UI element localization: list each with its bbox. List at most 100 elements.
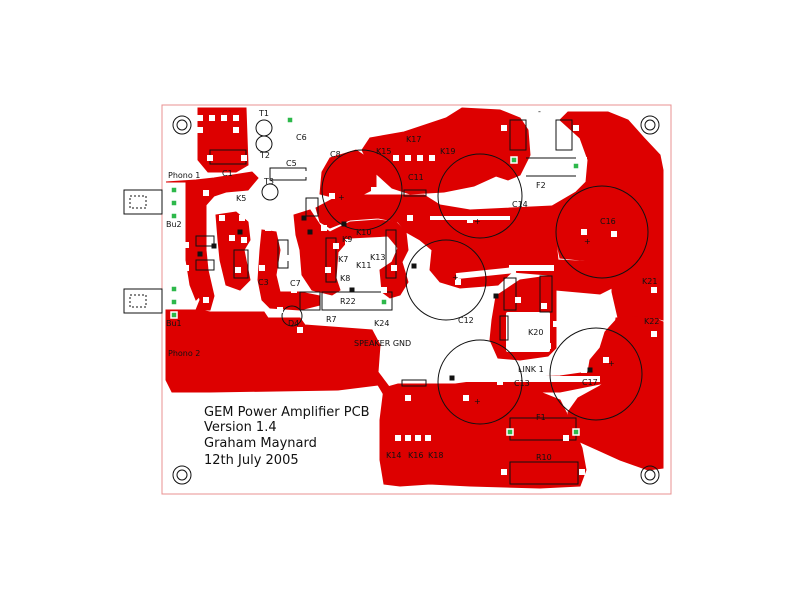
solder-pad: [429, 155, 435, 161]
resistor-r10-body: [509, 461, 579, 485]
capacitor-c11-body: [403, 189, 427, 197]
title-block: GEM Power Amplifier PCB Version 1.4 Grah…: [204, 405, 370, 468]
solder-pad: [170, 199, 178, 207]
copper-top-right: [551, 111, 664, 321]
solder-pad: [235, 267, 241, 273]
solder-pad: [183, 242, 189, 248]
label-k14: K14: [386, 451, 401, 460]
solder-pad: [377, 311, 383, 317]
label-k7: K7: [338, 255, 348, 264]
phono-connector-2-body: [123, 288, 163, 314]
label-r7: R7: [326, 315, 337, 324]
label-d4: D4: [288, 319, 299, 328]
solder-pad: [387, 311, 393, 317]
component-pin-marker: [587, 367, 593, 373]
label-k19: K19: [440, 147, 455, 156]
solder-pad: [381, 287, 387, 293]
label-k22: K22: [644, 317, 659, 326]
label-c16: C16: [600, 217, 616, 226]
solder-pad: [170, 285, 178, 293]
capacitor-c12: [405, 239, 487, 321]
solder-pad: [289, 147, 295, 153]
solder-pad: [395, 435, 401, 441]
solder-pad: [581, 367, 587, 373]
title-line-4: 12th July 2005: [204, 453, 299, 468]
solder-pad: [329, 193, 335, 199]
label-c11: C11: [408, 173, 424, 182]
solder-pad: [197, 127, 203, 133]
solder-pad: [207, 155, 213, 161]
solder-pad: [233, 115, 239, 121]
solder-pad: [170, 311, 178, 319]
solder-pad: [581, 157, 587, 163]
label-f1: F1: [536, 413, 546, 422]
solder-pad: [541, 303, 547, 309]
label-c6: C6: [296, 133, 307, 142]
component-pin-marker: [237, 229, 243, 235]
solder-pad: [405, 155, 411, 161]
solder-pad: [357, 239, 363, 245]
title-line-1: GEM Power Amplifier PCB: [204, 405, 370, 420]
solder-pad: [545, 265, 551, 271]
solder-pad: [239, 215, 245, 221]
solder-pad: [369, 253, 375, 259]
solder-pad: [233, 127, 239, 133]
solder-pad: [545, 343, 551, 349]
solder-pad: [371, 187, 377, 193]
component-pin-marker: [349, 287, 355, 293]
label-k5: K5: [236, 194, 246, 203]
solder-pad: [467, 217, 473, 223]
solder-pad: [425, 435, 431, 441]
solder-pad: [405, 435, 411, 441]
solder-pad: [241, 237, 247, 243]
label-k17: K17: [406, 135, 421, 144]
polarity-plus-c8: +: [338, 193, 345, 202]
solder-pad: [259, 265, 265, 271]
polarity-minus-top: -: [538, 107, 541, 116]
solder-pad: [221, 115, 227, 121]
solder-pad: [345, 255, 351, 261]
capacitor-c16: [555, 185, 649, 279]
solder-pad: [393, 155, 399, 161]
solder-pad: [369, 239, 375, 245]
solder-pad: [515, 297, 521, 303]
label-c14: C14: [512, 200, 528, 209]
fuse-f2-body: [509, 119, 527, 151]
label-r10: R10: [536, 453, 552, 462]
solder-pad: [287, 129, 293, 135]
label-k16: K16: [408, 451, 423, 460]
component-pin-marker: [411, 263, 417, 269]
solder-pad: [509, 265, 515, 271]
polarity-plus-c16: +: [584, 237, 591, 246]
solder-pad: [611, 231, 617, 237]
solder-pad: [229, 235, 235, 241]
label-c12: C12: [458, 316, 474, 325]
solder-pad: [535, 343, 541, 349]
solder-pad: [501, 125, 507, 131]
component-pin-marker: [197, 251, 203, 257]
solder-pad: [651, 287, 657, 293]
solder-pad: [417, 155, 423, 161]
label-k8: K8: [340, 274, 350, 283]
component-pin-marker: [493, 293, 499, 299]
label-c7: C7: [290, 279, 301, 288]
solder-pad: [521, 335, 527, 341]
pads: [170, 115, 657, 475]
capacitor-c14: [437, 153, 523, 239]
label-k24: K24: [374, 319, 389, 328]
solder-pad: [357, 269, 363, 275]
label-c3: C3: [258, 278, 269, 287]
label-c1: C1: [222, 169, 233, 178]
solder-pad: [497, 379, 503, 385]
label-link-1: LINK 1: [518, 365, 544, 374]
diode-d4: [281, 305, 303, 327]
title-line-2: Version 1.4: [204, 420, 277, 435]
solder-pad: [325, 267, 331, 273]
copper-left-mid: [185, 209, 207, 301]
solder-pad: [380, 298, 388, 306]
solder-pad: [281, 225, 287, 231]
solder-pad: [219, 215, 225, 221]
polarity-plus-c13: +: [474, 397, 481, 406]
solder-pad: [345, 267, 351, 273]
label-c17: C17: [582, 378, 598, 387]
